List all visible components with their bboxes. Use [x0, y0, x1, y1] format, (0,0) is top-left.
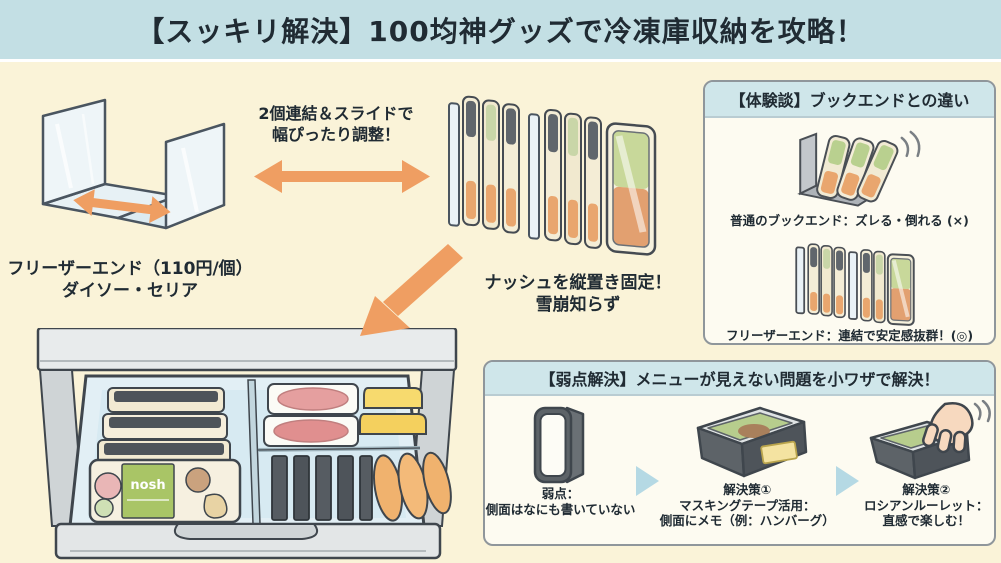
- nosh-logo: nosh: [130, 478, 165, 493]
- width-adjust-double-arrow-icon: [254, 160, 430, 193]
- diagonal-arrow-icon: [360, 244, 463, 336]
- vertical-storage-caption: ナッシュを縦置き固定！ 雪崩知らず: [484, 273, 672, 316]
- title-banner: 【スッキリ解決】100均神グッズで冷凍庫収納を攻略！: [0, 0, 1001, 62]
- weakness-panel-header: 【弱点解決】メニューが見えない問題を小ワザで解決！: [485, 362, 994, 396]
- vertical-storage-illustration: [448, 95, 657, 256]
- slide-double-arrow-icon: [73, 189, 171, 224]
- weakness-panel: 【弱点解決】メニューが見えない問題を小ワザで解決！ 弱点： 側面はなにも書いてい…: [483, 360, 996, 546]
- freezer-end-stable-illustration: [794, 243, 915, 327]
- blank-side-tray-illustration: [533, 406, 584, 484]
- freezer-end-stable-caption: フリーザーエンド：連結で安定感抜群！(◎): [725, 328, 974, 343]
- triangle-arrow-icon: [636, 466, 660, 496]
- weakness-step-solution1: 解決策① マスキングテープ活用： 側面にメモ（例：ハンバーグ）: [660, 400, 835, 529]
- experience-panel: 【体験談】ブックエンドとの違い: [703, 80, 996, 345]
- weakness-step-solution2: 解決策② ロシアンルーレット： 直感で楽しむ！: [859, 400, 993, 529]
- bookend-fail-caption: 普通のブックエンド：ズレる・倒れる (×): [730, 213, 969, 229]
- triangle-arrow-icon: [835, 466, 859, 496]
- wobble-motion-lines-icon: [900, 130, 920, 157]
- freezer-end-illustration: [41, 98, 226, 230]
- weakness-step-problem: 弱点： 側面はなにも書いていない: [486, 400, 635, 517]
- freezer-end-caption: フリーザーエンド（110円/個） ダイソー・セリア: [7, 259, 253, 302]
- bookend-fail-illustration: [796, 130, 920, 207]
- weakness-panel-body: 弱点： 側面はなにも書いていない 解決策①: [485, 396, 994, 544]
- hand-pick-tray-illustration: [870, 400, 992, 480]
- experience-panel-header: 【体験談】ブックエンドとの違い: [705, 82, 994, 118]
- connector-label: 2個連結＆スライドで 幅ぴったり調整！: [258, 104, 414, 144]
- weakness-panel-title: 【弱点解決】メニューが見えない問題を小ワザで解決！: [539, 370, 940, 389]
- pick-motion-lines-icon: [974, 400, 992, 423]
- experience-panel-title: 【体験談】ブックエンドとの違い: [729, 90, 970, 110]
- page-title: 【スッキリ解決】100均神グッズで冷凍庫収納を攻略！: [136, 14, 865, 48]
- masking-tape-tray-illustration: [697, 406, 808, 478]
- freezer-drawer-illustration: nosh: [36, 328, 458, 560]
